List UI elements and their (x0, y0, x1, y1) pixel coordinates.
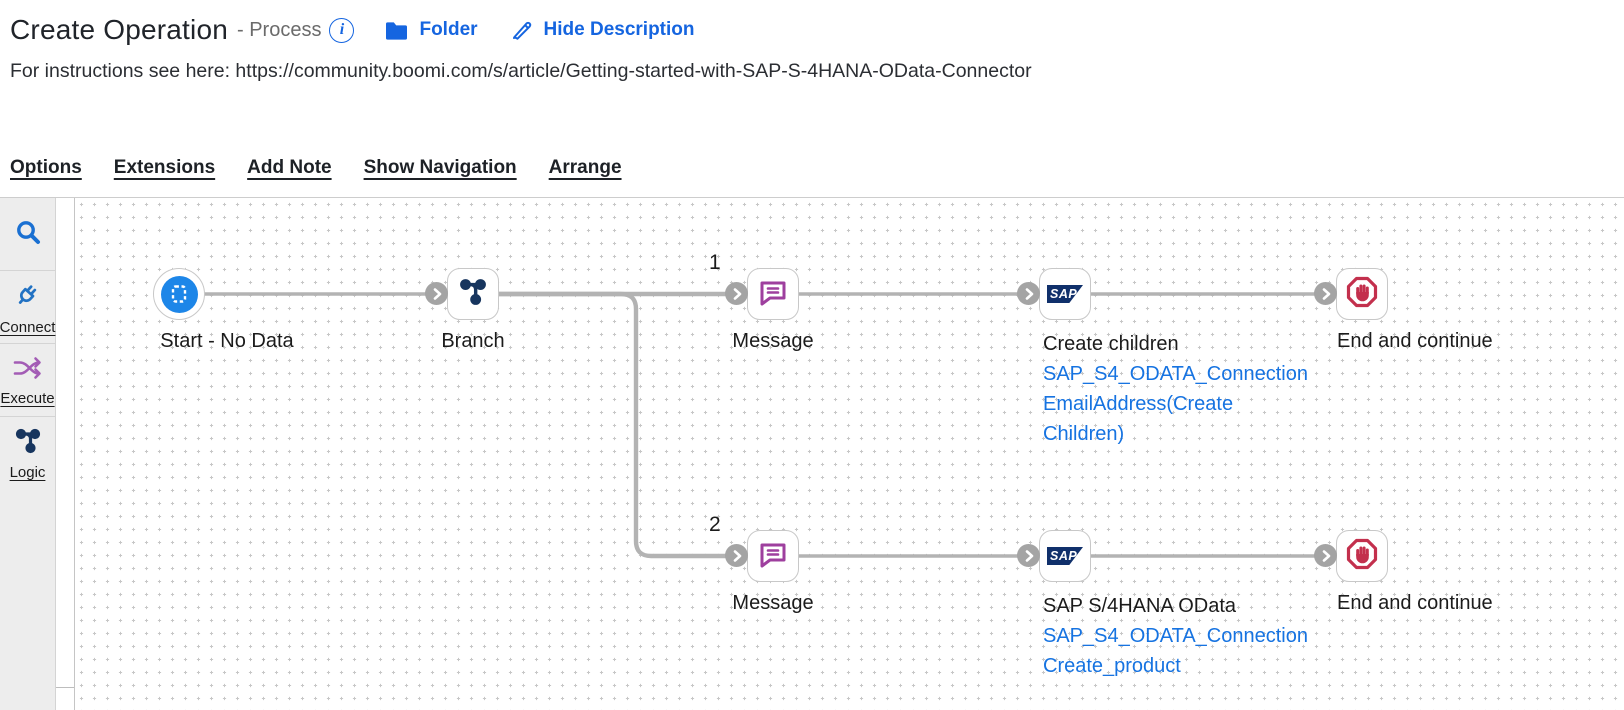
search-icon (13, 217, 43, 252)
sap-shape-1-connection-link[interactable]: SAP_S4_ODATA_Connection (1043, 363, 1308, 385)
toolbar-search[interactable] (0, 198, 55, 271)
end-shape-2[interactable] (1336, 530, 1388, 582)
shuffle-icon (11, 354, 45, 387)
folder-link[interactable]: Folder (384, 19, 478, 41)
scrollbar-thumb-end (56, 687, 74, 688)
message-shape-2[interactable] (747, 530, 799, 582)
menu-arrange[interactable]: Arrange (548, 157, 622, 178)
hide-description-label: Hide Description (543, 19, 695, 40)
message-icon (757, 277, 789, 312)
menu-options[interactable]: Options (10, 157, 82, 178)
connector-branch-message2 (496, 291, 730, 559)
canvas-vertical-scrollbar[interactable] (56, 198, 75, 710)
end-shape-2-label: End and continue (1337, 592, 1493, 614)
branch-number-2: 2 (709, 513, 721, 536)
start-shape-label: Start - No Data (160, 330, 294, 352)
process-description: For instructions see here: https://commu… (10, 60, 1032, 82)
sap-connector-shape-2[interactable]: SAP (1039, 530, 1091, 582)
menu-show-navigation[interactable]: Show Navigation (363, 157, 517, 178)
menu-extensions[interactable]: Extensions (113, 157, 216, 178)
message-shape-2-label: Message (732, 592, 814, 614)
toolbar-execute-label: Execute (0, 389, 55, 407)
sap-shape-2-title: SAP S/4HANA OData (1043, 595, 1237, 617)
info-icon[interactable]: i (329, 17, 355, 43)
message-shape-1[interactable] (747, 268, 799, 320)
chevron-right-icon[interactable] (425, 282, 448, 305)
toolbar-execute[interactable]: Execute (0, 344, 55, 417)
sap-logo-icon: SAP (1047, 285, 1083, 303)
canvas-grid-and-connectors (75, 198, 1623, 710)
canvas-menubar: Options Extensions Add Note Show Navigat… (10, 157, 622, 179)
chevron-right-icon[interactable] (725, 282, 748, 305)
chevron-right-icon[interactable] (725, 544, 748, 567)
stop-hand-icon (1344, 274, 1380, 315)
hide-description-link[interactable]: Hide Description (510, 18, 695, 42)
chevron-right-icon[interactable] (1017, 544, 1040, 567)
toolbar-logic-label: Logic (9, 464, 46, 481)
toolbar-connect[interactable]: Connect (0, 271, 55, 344)
sap-shape-2-connection-link[interactable]: SAP_S4_ODATA_Connection (1043, 625, 1308, 647)
sap-shape-1-operation-link[interactable]: EmailAddress(Create Children) (1043, 393, 1234, 445)
sap-logo-icon: SAP (1047, 547, 1083, 565)
start-shape[interactable] (153, 268, 205, 320)
folder-link-label: Folder (419, 19, 478, 40)
chevron-right-icon[interactable] (1314, 282, 1337, 305)
toolbar-logic[interactable]: Logic (0, 417, 55, 490)
title-row: Create Operation - Process i Folder Hide… (10, 14, 695, 46)
pencil-icon (510, 18, 534, 42)
message-icon (757, 539, 789, 574)
process-canvas[interactable]: 1 2 Start - No Data (75, 198, 1624, 710)
branch-number-1: 1 (709, 251, 721, 274)
page-title: Create Operation (10, 14, 228, 45)
message-shape-1-label: Message (732, 330, 814, 352)
chevron-right-icon[interactable] (1314, 544, 1337, 567)
sap-shape-2-labels: SAP S/4HANA OData SAP_S4_ODATA_Connectio… (1043, 591, 1315, 681)
branch-icon (13, 426, 43, 461)
chevron-right-icon[interactable] (1017, 282, 1040, 305)
branch-shape[interactable] (447, 268, 499, 320)
sap-shape-1-labels: Create children SAP_S4_ODATA_Connection … (1043, 329, 1315, 449)
sap-shape-2-operation-link[interactable]: Create_product (1043, 655, 1181, 677)
toolbar-connect-label: Connect (0, 318, 56, 336)
end-shape-1-label: End and continue (1337, 330, 1493, 352)
branch-icon (457, 276, 489, 313)
shape-toolbar: Connect Execute Logic (0, 198, 56, 710)
folder-icon (384, 19, 409, 41)
sap-shape-1-title: Create children (1043, 333, 1179, 355)
process-type-label: - Process (237, 18, 322, 41)
menu-add-note[interactable]: Add Note (247, 157, 332, 178)
branch-shape-label: Branch (441, 330, 505, 352)
workspace: Connect Execute Logic (0, 197, 1624, 710)
end-shape-1[interactable] (1336, 268, 1388, 320)
start-document-icon (160, 275, 198, 313)
sap-connector-shape-1[interactable]: SAP (1039, 268, 1091, 320)
plug-icon (12, 279, 44, 316)
stop-hand-icon (1344, 536, 1380, 577)
